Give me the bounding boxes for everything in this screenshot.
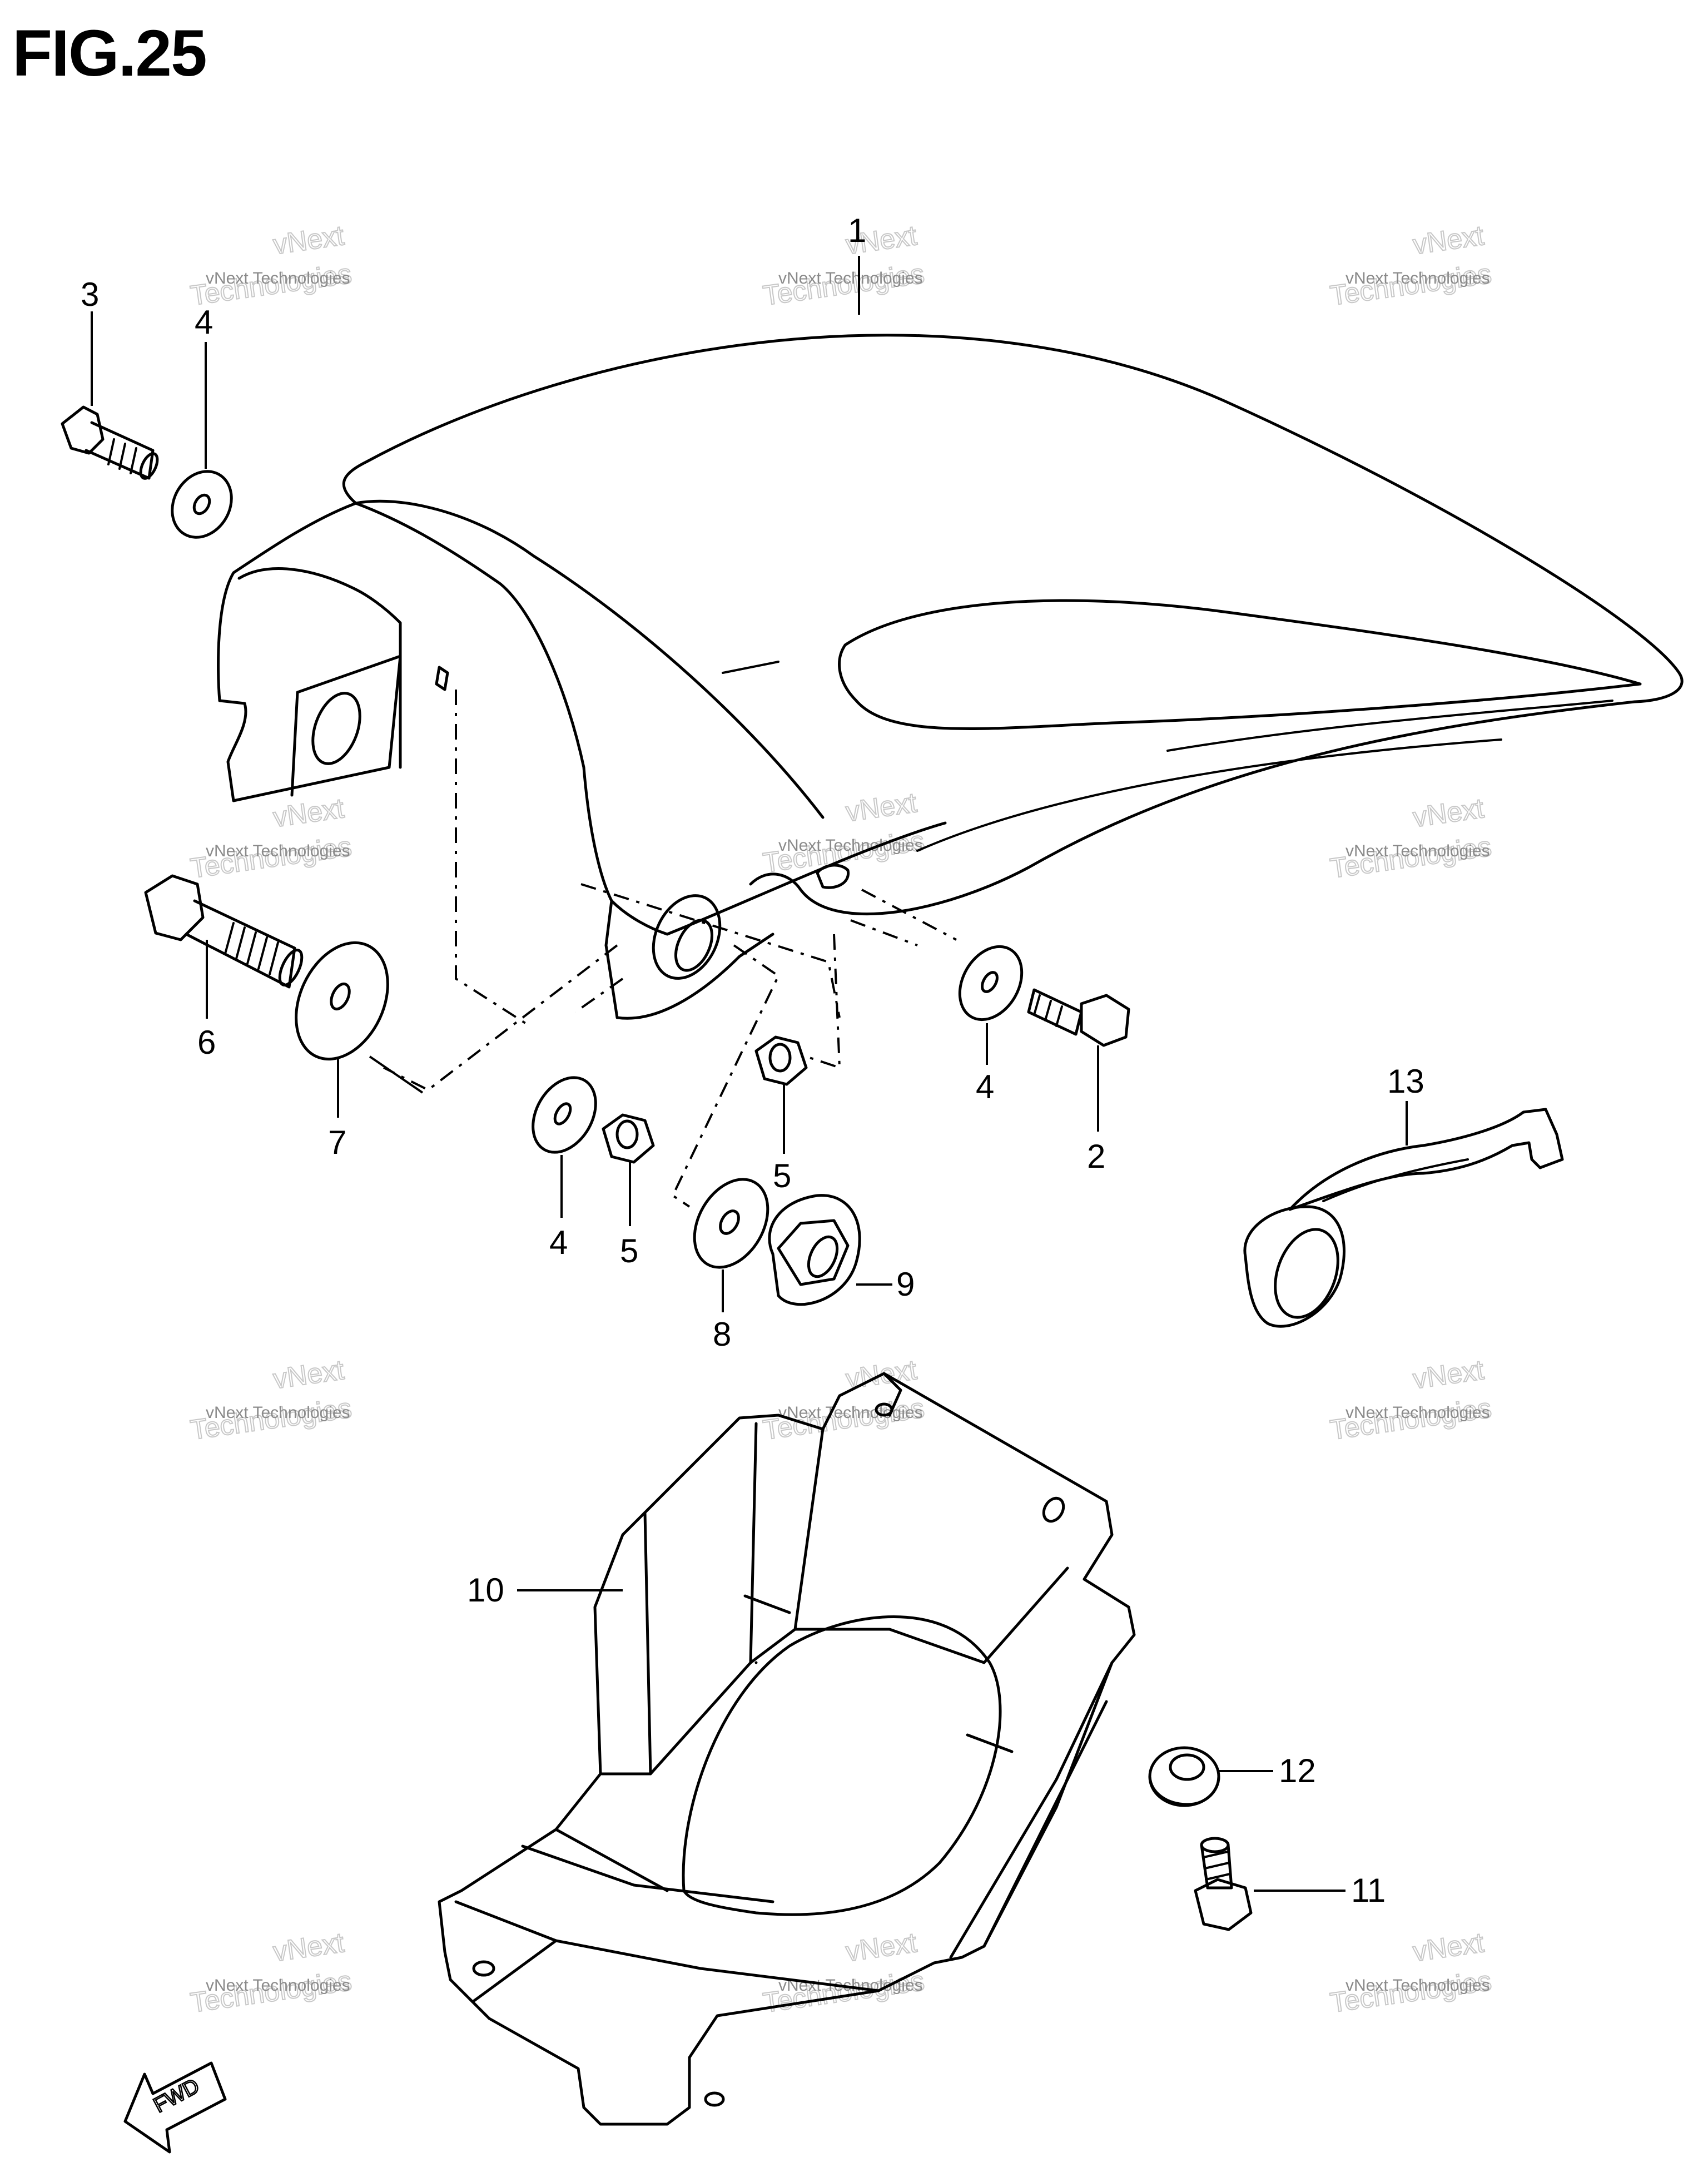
watermark: Technologies vNext vNext Technologies: [188, 219, 354, 312]
svg-text:vNext: vNext: [271, 792, 346, 833]
watermark: Technologies vNext vNext Technologies: [761, 1353, 927, 1446]
callout-5-upper: 5: [773, 1157, 791, 1194]
watermark: Technologies vNext vNext Technologies: [1328, 1926, 1494, 2019]
svg-text:vNext: vNext: [271, 1927, 346, 1967]
callout-7: 7: [328, 1124, 346, 1161]
watermark: Technologies vNext vNext Technologies: [1328, 792, 1494, 885]
svg-text:vNext: vNext: [271, 1354, 346, 1395]
washer-8-part: [693, 1178, 769, 1312]
svg-text:vNext Technologies: vNext Technologies: [778, 269, 923, 287]
callout-5-lower: 5: [620, 1232, 638, 1270]
inner-fender-10-part: [438, 1372, 1136, 2126]
figure-title: FIG.25: [12, 17, 207, 90]
washer-7-part: [295, 941, 424, 1118]
svg-text:vNext: vNext: [844, 787, 918, 827]
svg-text:vNext: vNext: [1411, 220, 1486, 260]
watermark: Technologies vNext vNext Technologies: [188, 1353, 354, 1446]
callout-10: 10: [467, 1571, 504, 1609]
callout-13: 13: [1387, 1063, 1424, 1100]
svg-text:vNext: vNext: [1411, 792, 1486, 833]
svg-text:vNext Technologies: vNext Technologies: [206, 1404, 350, 1422]
svg-text:vNext Technologies: vNext Technologies: [1345, 269, 1490, 287]
svg-text:vNext Technologies: vNext Technologies: [778, 836, 923, 855]
svg-text:vNext Technologies: vNext Technologies: [1345, 842, 1490, 860]
flange-nut-9-part: [768, 1194, 892, 1306]
callout-4-middle: 4: [549, 1224, 568, 1261]
fwd-direction-marker: FWD: [123, 2061, 227, 2154]
callout-11: 11: [1351, 1872, 1386, 1909]
bolt-2-part: [1027, 988, 1130, 1132]
callout-6: 6: [197, 1024, 216, 1061]
callout-12: 12: [1279, 1752, 1316, 1789]
bolt-3-part: [61, 311, 159, 480]
callout-3: 3: [81, 276, 99, 313]
svg-text:vNext: vNext: [844, 1927, 918, 1967]
callout-2: 2: [1087, 1138, 1105, 1175]
bolt-6-part: [144, 874, 304, 1019]
watermark: Technologies vNext vNext Technologies: [1328, 1353, 1494, 1446]
grommet-12-part: [1148, 1746, 1273, 1807]
svg-text:vNext: vNext: [1411, 1354, 1486, 1395]
washer-4-middle-part: [532, 1076, 597, 1218]
svg-text:vNext Technologies: vNext Technologies: [206, 842, 350, 860]
watermark: Technologies vNext vNext Technologies: [188, 1926, 354, 2019]
svg-text:vNext Technologies: vNext Technologies: [1345, 1404, 1490, 1422]
spanner-13-part: [1243, 1101, 1564, 1328]
svg-text:vNext Technologies: vNext Technologies: [206, 269, 350, 287]
svg-text:vNext Technologies: vNext Technologies: [206, 1976, 350, 1995]
svg-text:vNext: vNext: [271, 220, 346, 260]
callout-4-right: 4: [976, 1068, 994, 1105]
assembly-lines: [383, 690, 957, 1208]
bolt-11-part: [1194, 1837, 1345, 1931]
nut-5-upper-part: [754, 1035, 808, 1154]
callouts: 1 2 3 4 4 4 5 5 6 7 8 9 10 11 12 13: [81, 212, 1424, 1909]
callout-1: 1: [848, 212, 866, 249]
nut-5-lower-part: [602, 1113, 655, 1226]
callout-8: 8: [713, 1316, 731, 1353]
rear-fender-part: [217, 256, 1684, 1020]
watermark: Technologies vNext vNext Technologies: [188, 792, 354, 885]
callout-4-top: 4: [195, 304, 213, 341]
svg-text:vNext Technologies: vNext Technologies: [778, 1404, 923, 1422]
watermark: Technologies vNext vNext Technologies: [1328, 219, 1494, 312]
washer-4-top-part: [171, 342, 233, 539]
watermark: Technologies vNext vNext Technologies: [761, 219, 927, 312]
callout-9: 9: [896, 1266, 915, 1303]
watermark-grid: Technologies vNext vNext Technologies Te…: [188, 219, 1494, 2019]
svg-text:vNext: vNext: [1411, 1927, 1486, 1967]
watermark: Technologies vNext vNext Technologies: [761, 786, 927, 879]
svg-text:vNext Technologies: vNext Technologies: [1345, 1976, 1490, 1995]
washer-4-right-part: [958, 945, 1024, 1065]
